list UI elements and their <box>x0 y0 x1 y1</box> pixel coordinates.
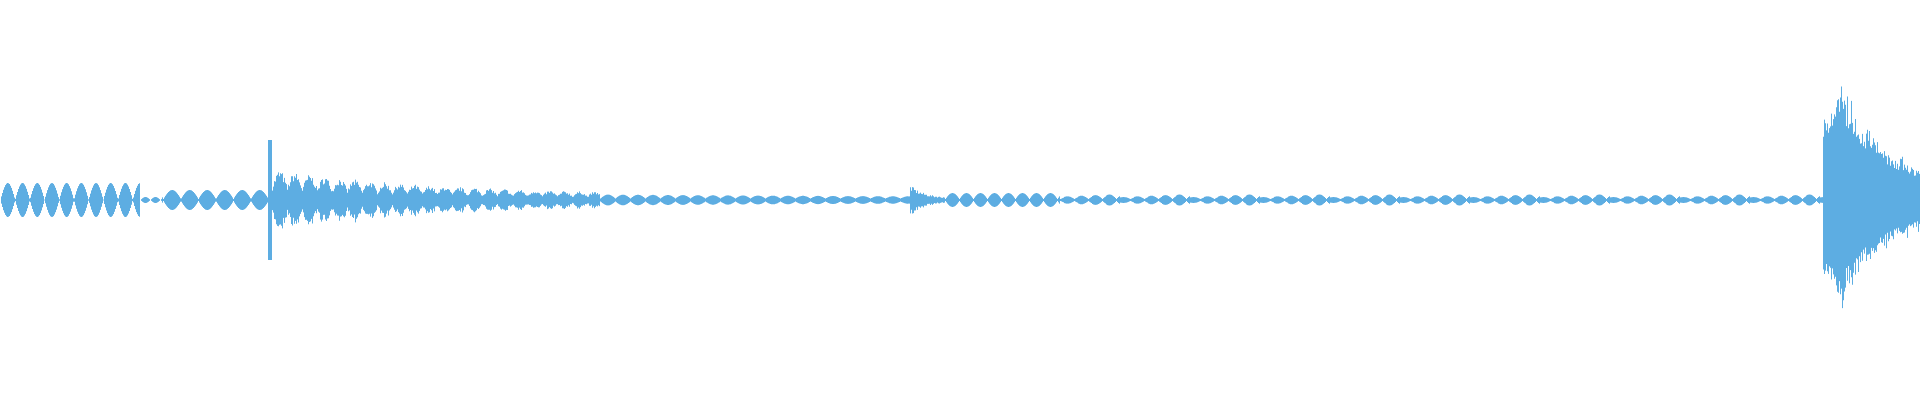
waveform-trace <box>1 86 1920 309</box>
